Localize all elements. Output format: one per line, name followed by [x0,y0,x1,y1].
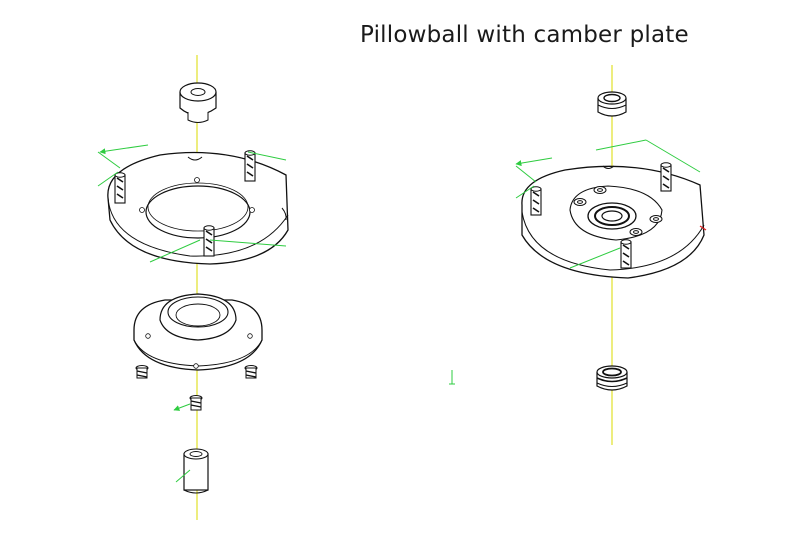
camber-plate-part [521,165,707,279]
title-region: Pillowball with camber plate [0,0,791,60]
stud-left [114,172,126,204]
left-assembly [97,55,289,520]
strut-mount-part [133,293,263,371]
left-dimension-lines [97,144,287,483]
bolt-right [244,365,258,379]
right-top-bushing-part [597,91,627,117]
diagram-title: Pillowball with camber plate [360,22,689,48]
bolt-center [189,395,203,411]
sleeve-part [183,448,209,494]
top-plate-part [107,151,289,265]
bolt-left [135,365,149,379]
right-assembly [449,65,707,445]
stud-rear [244,150,256,182]
right-stud-front [620,239,632,269]
top-bushing-part [179,82,217,123]
right-bottom-bushing-part [596,365,628,391]
right-dimension-lines [449,139,701,385]
right-stud-rear [660,162,672,192]
stud-front [203,225,215,257]
right-stud-left [530,186,542,216]
